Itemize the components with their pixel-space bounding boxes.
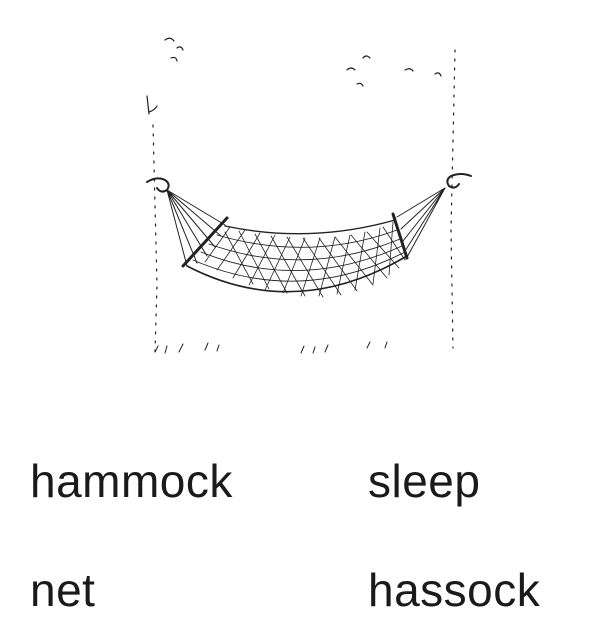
word-option[interactable]: hammock — [30, 455, 233, 507]
word-option[interactable]: hassock — [368, 564, 541, 616]
hammock-illustration — [146, 37, 472, 354]
word-option[interactable]: net — [30, 564, 96, 616]
word-option[interactable]: sleep — [368, 455, 481, 507]
